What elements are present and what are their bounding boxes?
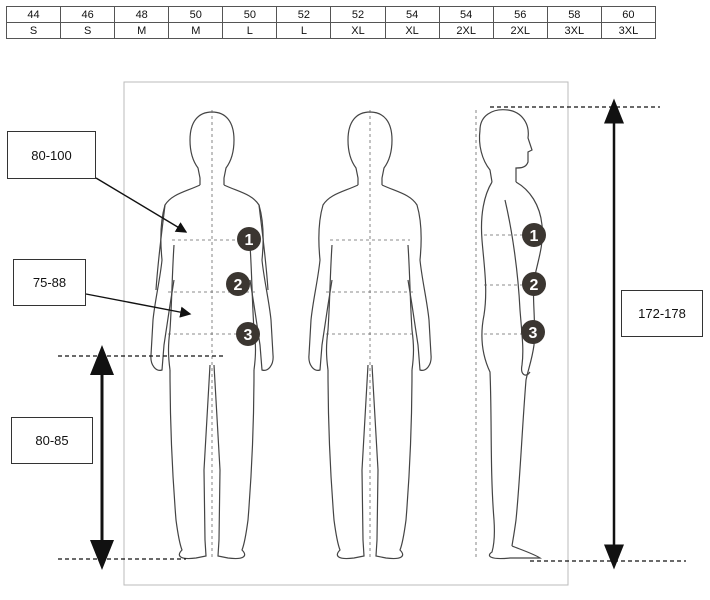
size-cell: 50 (222, 6, 278, 23)
marker-3-front: 3 (236, 322, 260, 346)
back-guide-lines (326, 110, 414, 560)
waist-pointer-arrow (85, 293, 192, 318)
size-cell: XL (384, 22, 440, 39)
marker-3-side-label: 3 (529, 325, 538, 342)
size-cell: XL (330, 22, 386, 39)
marker-1-front: 1 (237, 227, 261, 251)
chest-measurement-label: 80-100 (7, 131, 96, 179)
figure-frame (123, 81, 569, 586)
size-cell: S (5, 22, 62, 39)
marker-3-side: 3 (521, 320, 545, 344)
marker-2-side-label: 2 (530, 277, 539, 294)
marker-1-front-label: 1 (245, 232, 254, 249)
height-measurement-label: 172-178 (621, 290, 703, 337)
marker-2-front-label: 2 (234, 277, 243, 294)
waist-measurement-label: 75-88 (13, 259, 86, 306)
marker-2-side: 2 (522, 272, 546, 296)
marker-2-front: 2 (226, 272, 250, 296)
back-view-figure (308, 111, 432, 560)
chest-pointer-arrow (95, 177, 188, 233)
size-cell: 2XL (438, 22, 494, 39)
marker-1-side: 1 (522, 223, 546, 247)
marker-1-side-label: 1 (530, 228, 539, 245)
size-cell: 3XL (600, 22, 657, 39)
marker-3-front-label: 3 (244, 327, 253, 344)
size-cell: 3XL (546, 22, 602, 39)
inseam-measurement-label: 80-85 (11, 417, 93, 464)
